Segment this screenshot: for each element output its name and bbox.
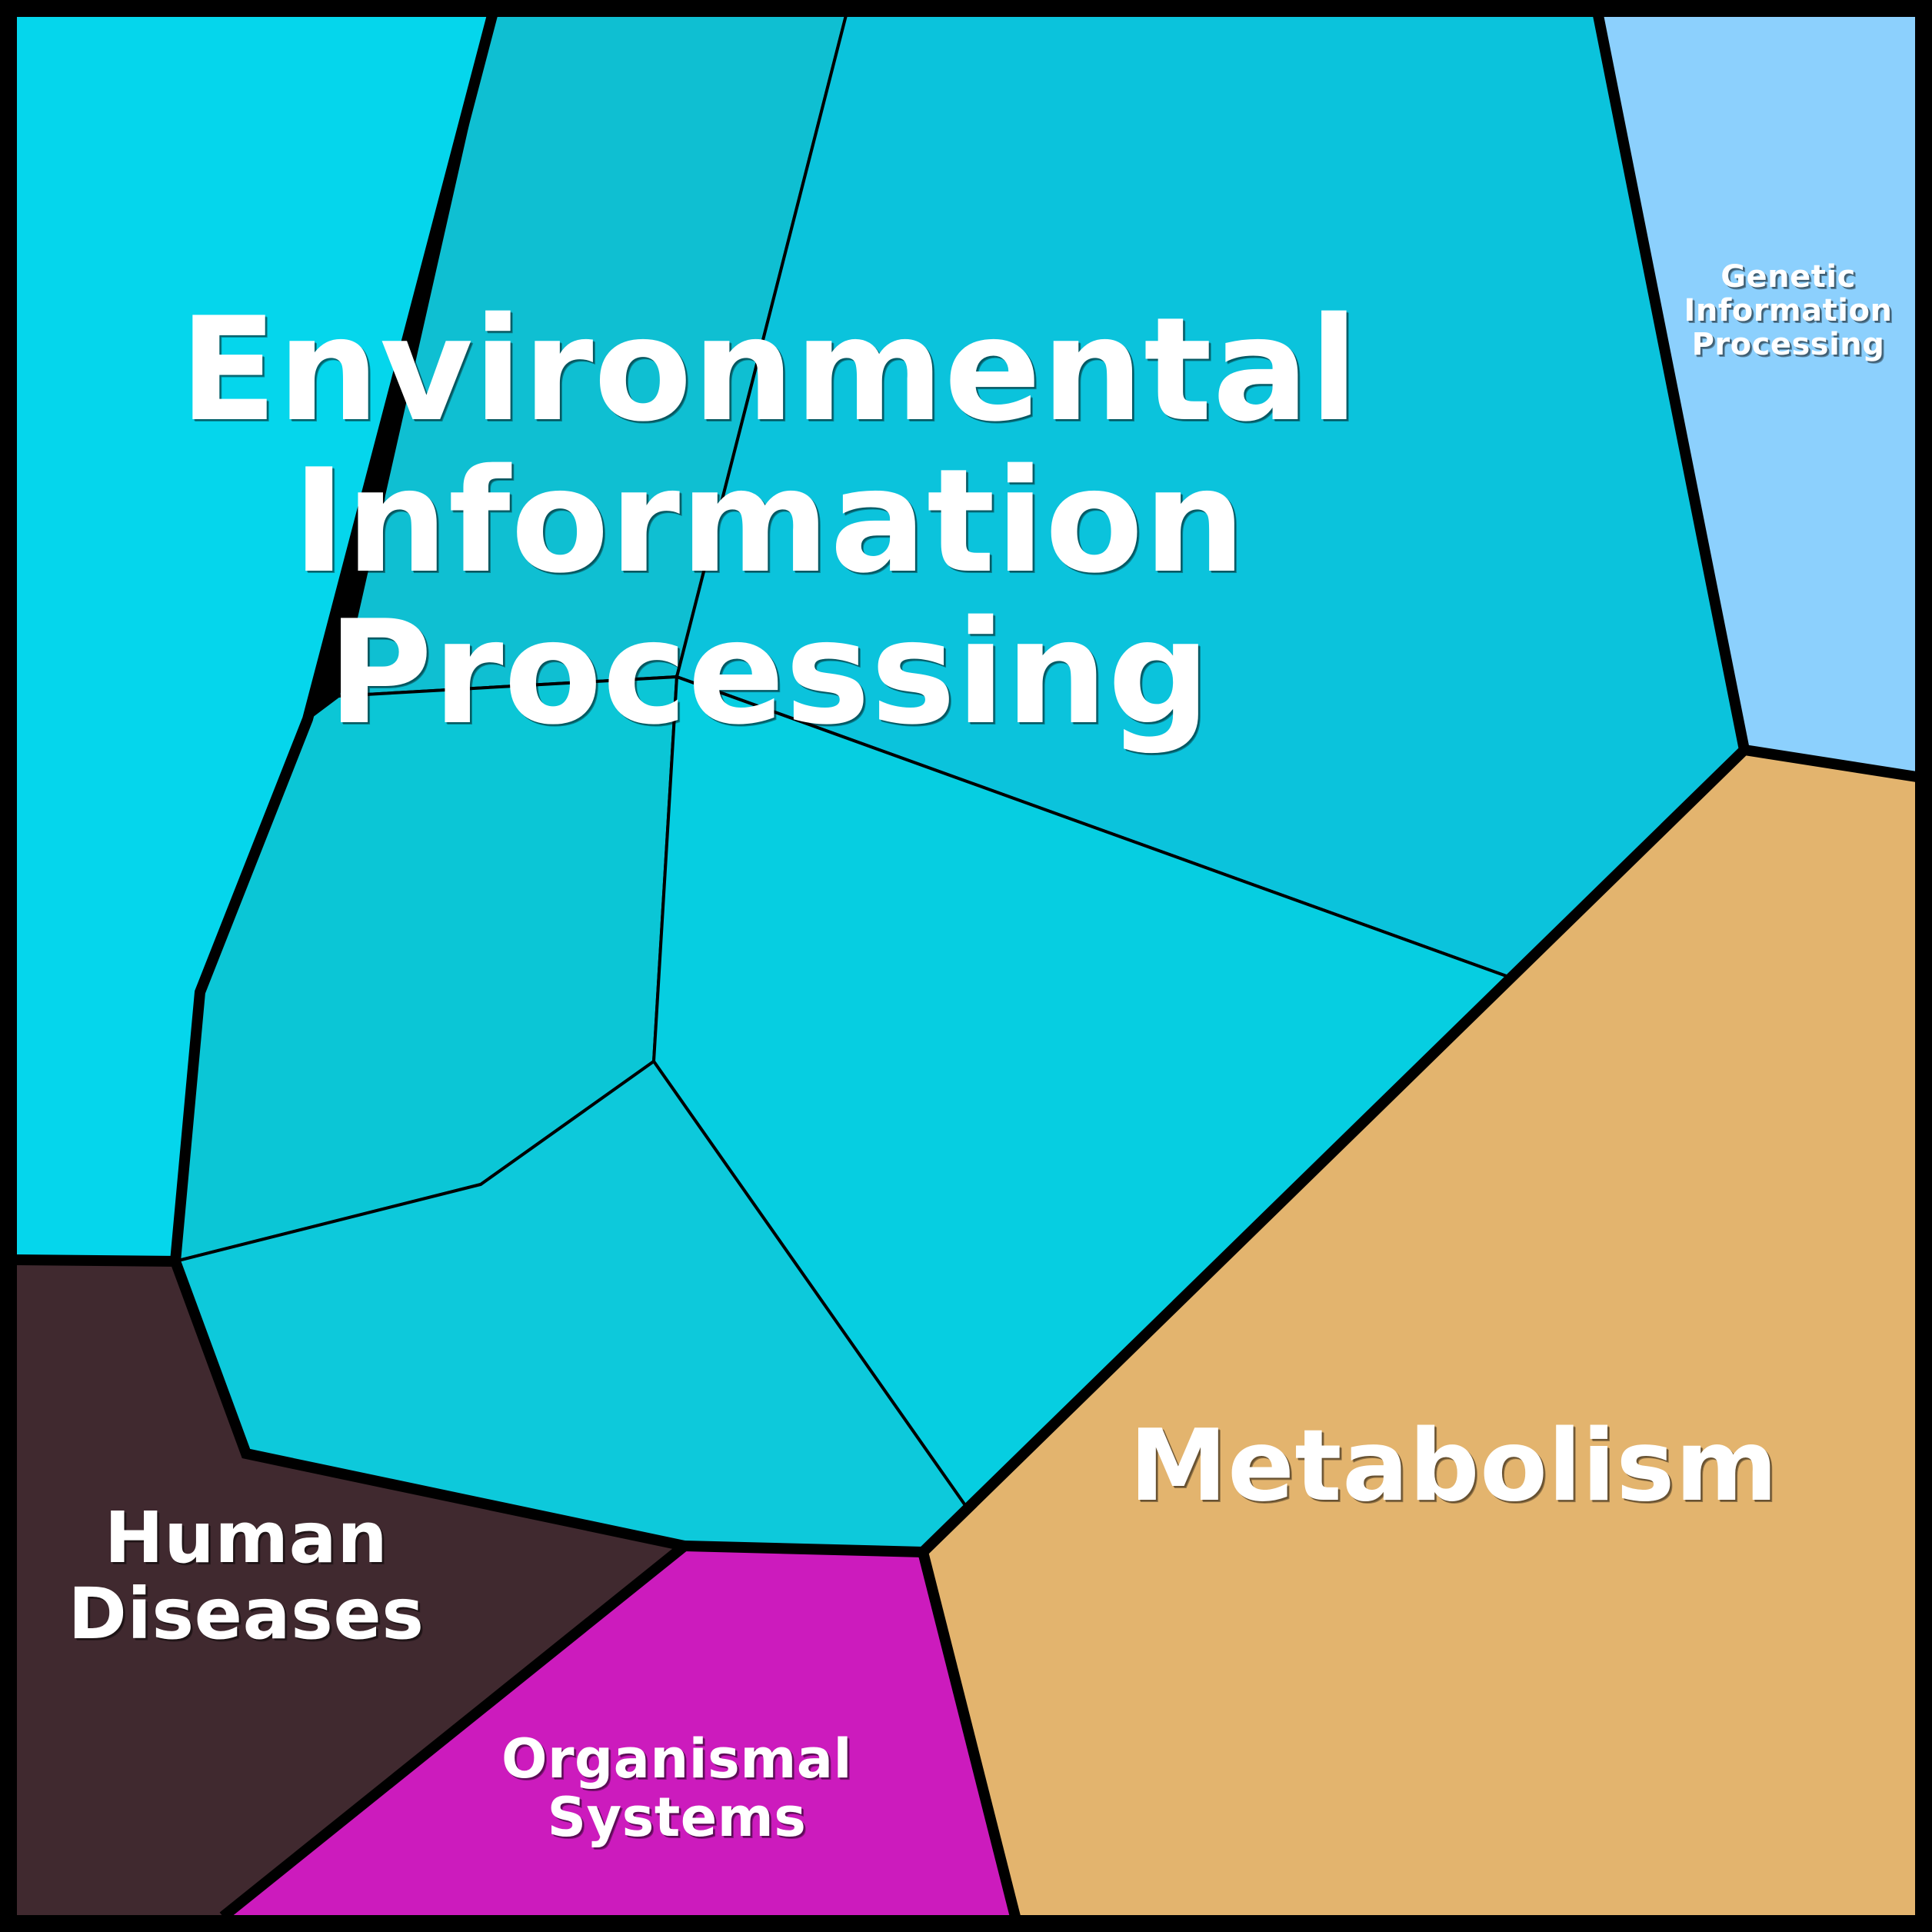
boundary-organismal-human (219, 1541, 688, 1921)
boundary-eip-metabolism (919, 745, 1748, 1557)
boundary-eip-gip (1593, 14, 1750, 751)
boundary-eip-organismal (684, 1541, 924, 1557)
boundary-metabolism-organismal (918, 1551, 1021, 1918)
boundary-eip-human (15, 1254, 686, 1551)
boundary-eip-internal-thick (170, 14, 498, 1262)
boundary-gip-metabolism (1743, 744, 1918, 782)
category-boundaries (15, 14, 1918, 1921)
